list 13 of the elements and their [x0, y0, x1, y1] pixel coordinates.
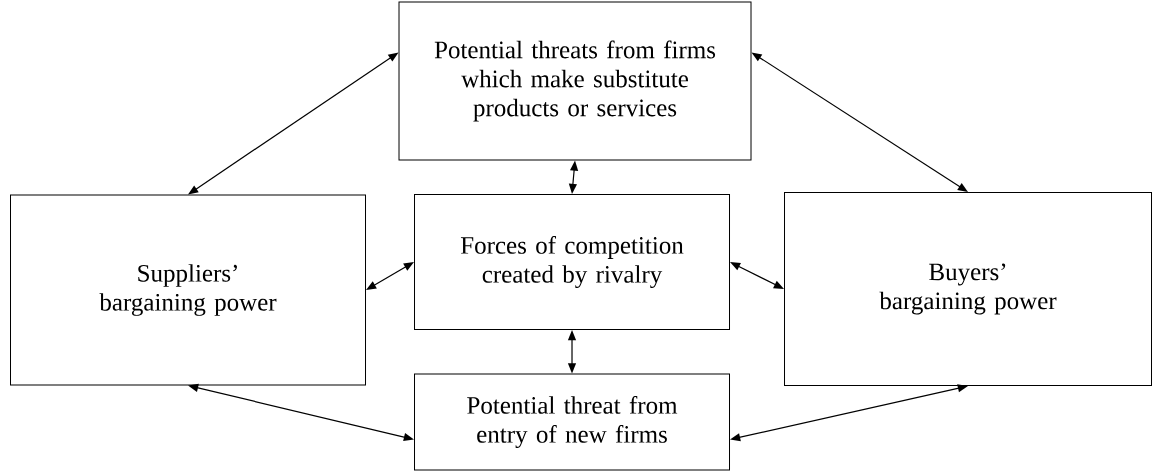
- arrow: [567, 330, 577, 374]
- box: Suppliers’ bargaining power: [10, 194, 366, 386]
- box: Potential threat from entry of new firms: [414, 373, 730, 471]
- arrow: [730, 262, 784, 289]
- box: Buyers’ bargaining power: [784, 192, 1152, 386]
- arrow: [366, 262, 414, 290]
- box: Forces of competition created by rivalry: [414, 194, 730, 330]
- arrow: [730, 384, 968, 442]
- arrow: [188, 52, 399, 195]
- arrow: [751, 52, 968, 192]
- arrow: [188, 383, 414, 442]
- arrow: [568, 160, 579, 194]
- box: Potential threats from firms which make substitute products or services: [398, 1, 752, 161]
